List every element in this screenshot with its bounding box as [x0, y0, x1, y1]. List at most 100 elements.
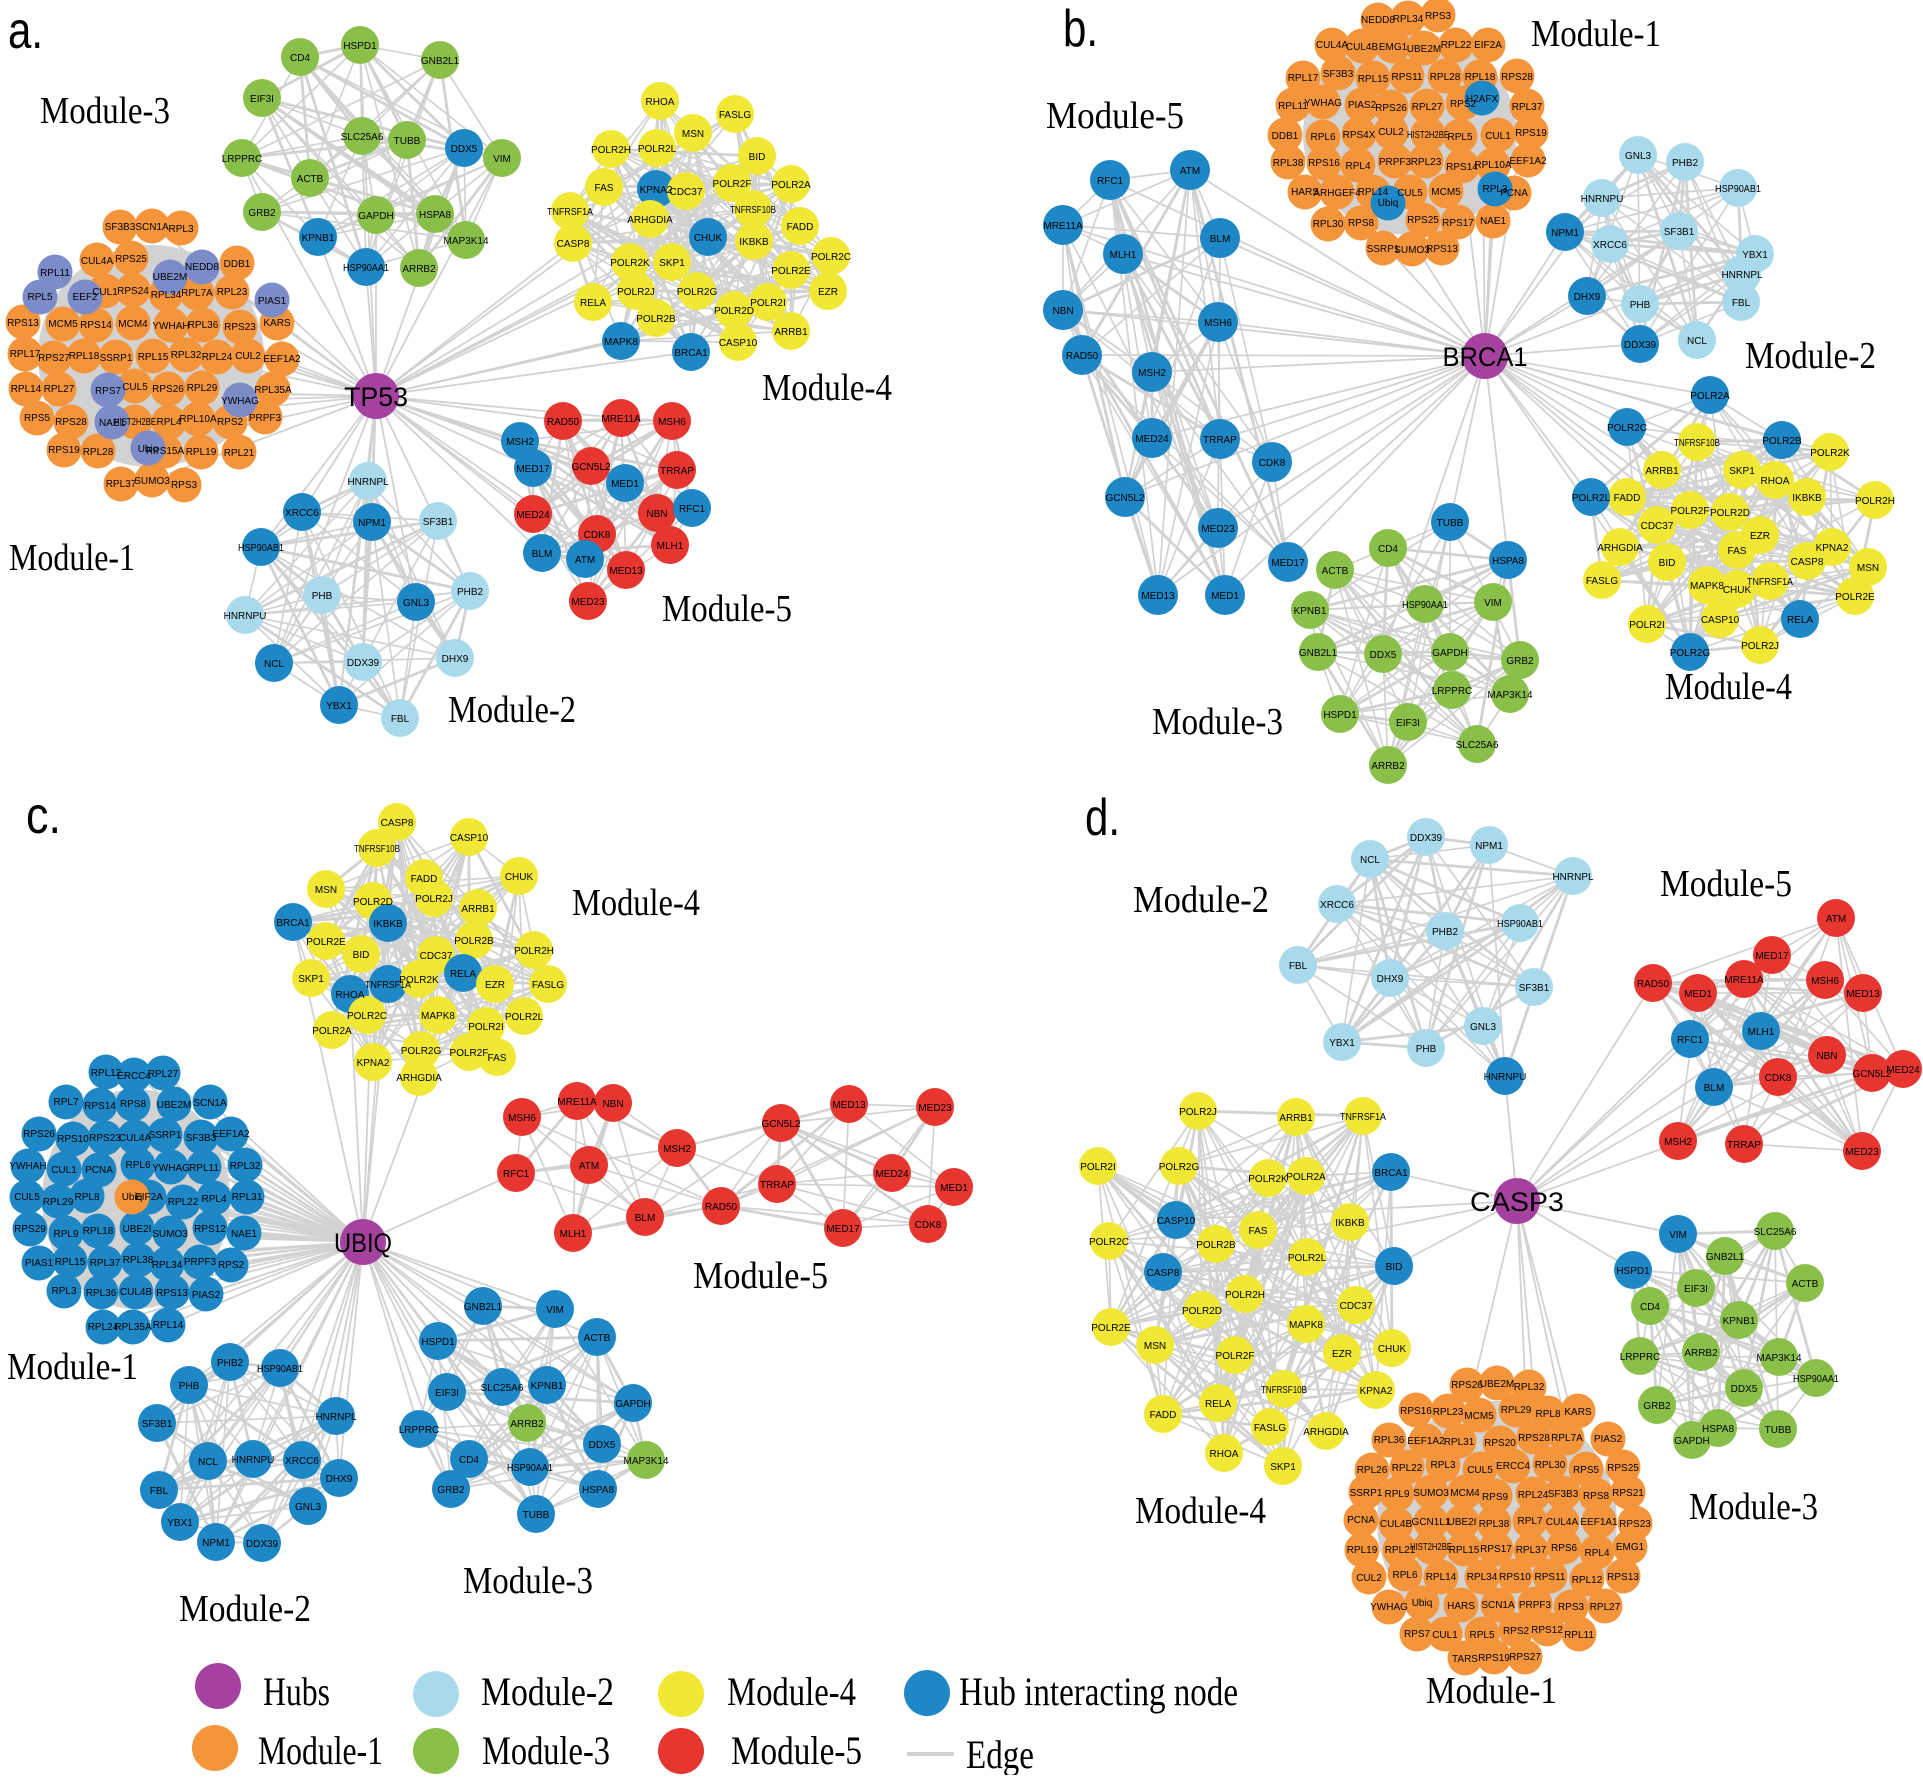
svg-text:MSN: MSN — [1857, 563, 1879, 574]
svg-text:POLR2G: POLR2G — [401, 1046, 442, 1057]
svg-text:CDK8: CDK8 — [584, 530, 611, 541]
svg-text:RELA: RELA — [580, 298, 606, 309]
svg-text:FAS: FAS — [488, 1053, 507, 1064]
svg-text:RPS23: RPS23 — [1619, 1519, 1651, 1530]
svg-text:HSPD1: HSPD1 — [1616, 1266, 1650, 1277]
svg-text:RPL38: RPL38 — [123, 1255, 154, 1266]
svg-text:GRB2: GRB2 — [248, 208, 276, 219]
svg-text:MED13: MED13 — [1846, 989, 1880, 1000]
svg-text:Module-1: Module-1 — [9, 537, 135, 579]
svg-text:RPS19: RPS19 — [48, 445, 80, 456]
svg-text:CUL4A: CUL4A — [119, 1133, 152, 1144]
svg-text:MAPK8: MAPK8 — [1289, 1320, 1323, 1331]
svg-text:RPL11: RPL11 — [40, 268, 70, 279]
svg-text:PRPF3: PRPF3 — [1519, 1600, 1552, 1611]
svg-text:RPL8: RPL8 — [74, 1192, 99, 1203]
svg-text:EMG1: EMG1 — [1616, 1542, 1645, 1553]
svg-text:BLM: BLM — [635, 1213, 656, 1224]
svg-text:RPS23: RPS23 — [89, 1133, 121, 1144]
svg-text:Module-3: Module-3 — [1689, 1486, 1818, 1528]
svg-text:ARHGEF4: ARHGEF4 — [1313, 188, 1361, 199]
svg-text:DHX9: DHX9 — [1377, 974, 1404, 985]
svg-text:BRCA1: BRCA1 — [674, 348, 708, 359]
svg-text:MSH6: MSH6 — [1204, 318, 1232, 329]
svg-text:POLR2D: POLR2D — [1182, 1306, 1222, 1317]
svg-text:CUL4A: CUL4A — [1316, 40, 1349, 51]
svg-text:FASLG: FASLG — [532, 980, 564, 991]
svg-text:GCN5L2: GCN5L2 — [1853, 1069, 1892, 1080]
svg-text:GNL3: GNL3 — [295, 1502, 322, 1513]
svg-text:GRB2: GRB2 — [437, 1485, 465, 1496]
svg-text:GNB2L1: GNB2L1 — [1299, 648, 1338, 659]
svg-text:CUL1: CUL1 — [1432, 1630, 1458, 1641]
svg-text:RPS29: RPS29 — [14, 1224, 46, 1235]
svg-text:Module-1: Module-1 — [258, 1728, 383, 1773]
svg-text:HNRNPU: HNRNPU — [1484, 1072, 1527, 1083]
svg-text:CHUK: CHUK — [505, 872, 534, 883]
svg-text:MLH1: MLH1 — [560, 1229, 587, 1240]
svg-text:MED17: MED17 — [516, 464, 550, 475]
svg-text:LRPPRC: LRPPRC — [1432, 686, 1473, 697]
svg-text:GAPDH: GAPDH — [1432, 648, 1468, 659]
svg-text:ACTB: ACTB — [1322, 566, 1349, 577]
svg-text:FADD: FADD — [411, 874, 438, 885]
svg-text:NAE1: NAE1 — [99, 418, 126, 429]
svg-text:CDC37: CDC37 — [1340, 1301, 1373, 1312]
svg-text:GNL3: GNL3 — [1470, 1022, 1497, 1033]
svg-text:MED17: MED17 — [1271, 558, 1305, 569]
svg-text:POLR2K: POLR2K — [399, 975, 439, 986]
svg-text:ATM: ATM — [1180, 166, 1200, 177]
svg-text:RPL21: RPL21 — [224, 448, 255, 459]
svg-text:RPL24: RPL24 — [1518, 1490, 1549, 1501]
svg-text:RPL14: RPL14 — [153, 1320, 184, 1331]
svg-text:HNRNPL: HNRNPL — [347, 477, 389, 488]
svg-text:ACTB: ACTB — [1792, 1279, 1819, 1290]
svg-text:CUL1: CUL1 — [51, 1165, 77, 1176]
svg-text:HSP90AA1: HSP90AA1 — [1402, 600, 1448, 611]
svg-text:Ubiq: Ubiq — [122, 1192, 143, 1203]
svg-text:CHUK: CHUK — [694, 233, 723, 244]
svg-text:RPS6: RPS6 — [1551, 1543, 1578, 1554]
svg-text:Module-2: Module-2 — [1745, 335, 1876, 377]
svg-text:PHB: PHB — [1416, 1044, 1437, 1055]
svg-text:ERCC4: ERCC4 — [1496, 1461, 1530, 1472]
svg-text:RPL15: RPL15 — [138, 352, 169, 363]
svg-text:HSP90AB1: HSP90AB1 — [1715, 184, 1761, 195]
svg-text:RPL4: RPL4 — [201, 1194, 226, 1205]
svg-text:ARHGDIA: ARHGDIA — [1303, 1427, 1349, 1438]
svg-text:RPL37: RPL37 — [106, 479, 137, 490]
svg-text:NBN: NBN — [1816, 1051, 1837, 1062]
svg-text:ARRB2: ARRB2 — [1684, 1348, 1718, 1359]
svg-text:GNL3: GNL3 — [403, 598, 430, 609]
svg-text:TRRAP: TRRAP — [660, 466, 694, 477]
svg-text:HNRNPU: HNRNPU — [1581, 194, 1624, 205]
svg-text:RPS14: RPS14 — [80, 320, 112, 331]
svg-text:CUL1: CUL1 — [1485, 131, 1511, 142]
svg-text:EIF3I: EIF3I — [435, 1388, 459, 1399]
svg-text:RHOA: RHOA — [336, 990, 365, 1001]
svg-text:NCL: NCL — [1360, 855, 1380, 866]
svg-text:RPL10A: RPL10A — [179, 414, 217, 425]
svg-text:UBE2M: UBE2M — [153, 272, 187, 283]
svg-text:Module-5: Module-5 — [731, 1728, 862, 1773]
svg-text:NAE1: NAE1 — [231, 1229, 258, 1240]
svg-text:RPL15: RPL15 — [1358, 74, 1389, 85]
svg-text:CASP8: CASP8 — [381, 818, 414, 829]
svg-text:MAP3K14: MAP3K14 — [1756, 1353, 1801, 1364]
svg-text:EEF1A2: EEF1A2 — [1509, 156, 1547, 167]
svg-text:POLR2L: POLR2L — [1288, 1253, 1327, 1264]
svg-text:KPNB1: KPNB1 — [1294, 606, 1327, 617]
svg-text:RPL34: RPL34 — [1467, 1572, 1498, 1583]
svg-text:POLR2A: POLR2A — [312, 1026, 352, 1037]
svg-text:HSPA8: HSPA8 — [1492, 556, 1524, 567]
svg-text:MRE11A: MRE11A — [1724, 975, 1764, 986]
svg-text:MED1: MED1 — [1211, 591, 1239, 602]
svg-text:RPS8: RPS8 — [120, 1099, 147, 1110]
svg-text:HSPD1: HSPD1 — [1323, 710, 1357, 721]
svg-text:EIF3I: EIF3I — [1396, 718, 1420, 729]
svg-text:RPL5: RPL5 — [27, 292, 52, 303]
svg-text:RPL30: RPL30 — [1535, 1460, 1566, 1471]
svg-text:VIM: VIM — [493, 154, 511, 165]
svg-text:CHUK: CHUK — [1378, 1344, 1407, 1355]
svg-text:RPL38: RPL38 — [1273, 158, 1304, 169]
